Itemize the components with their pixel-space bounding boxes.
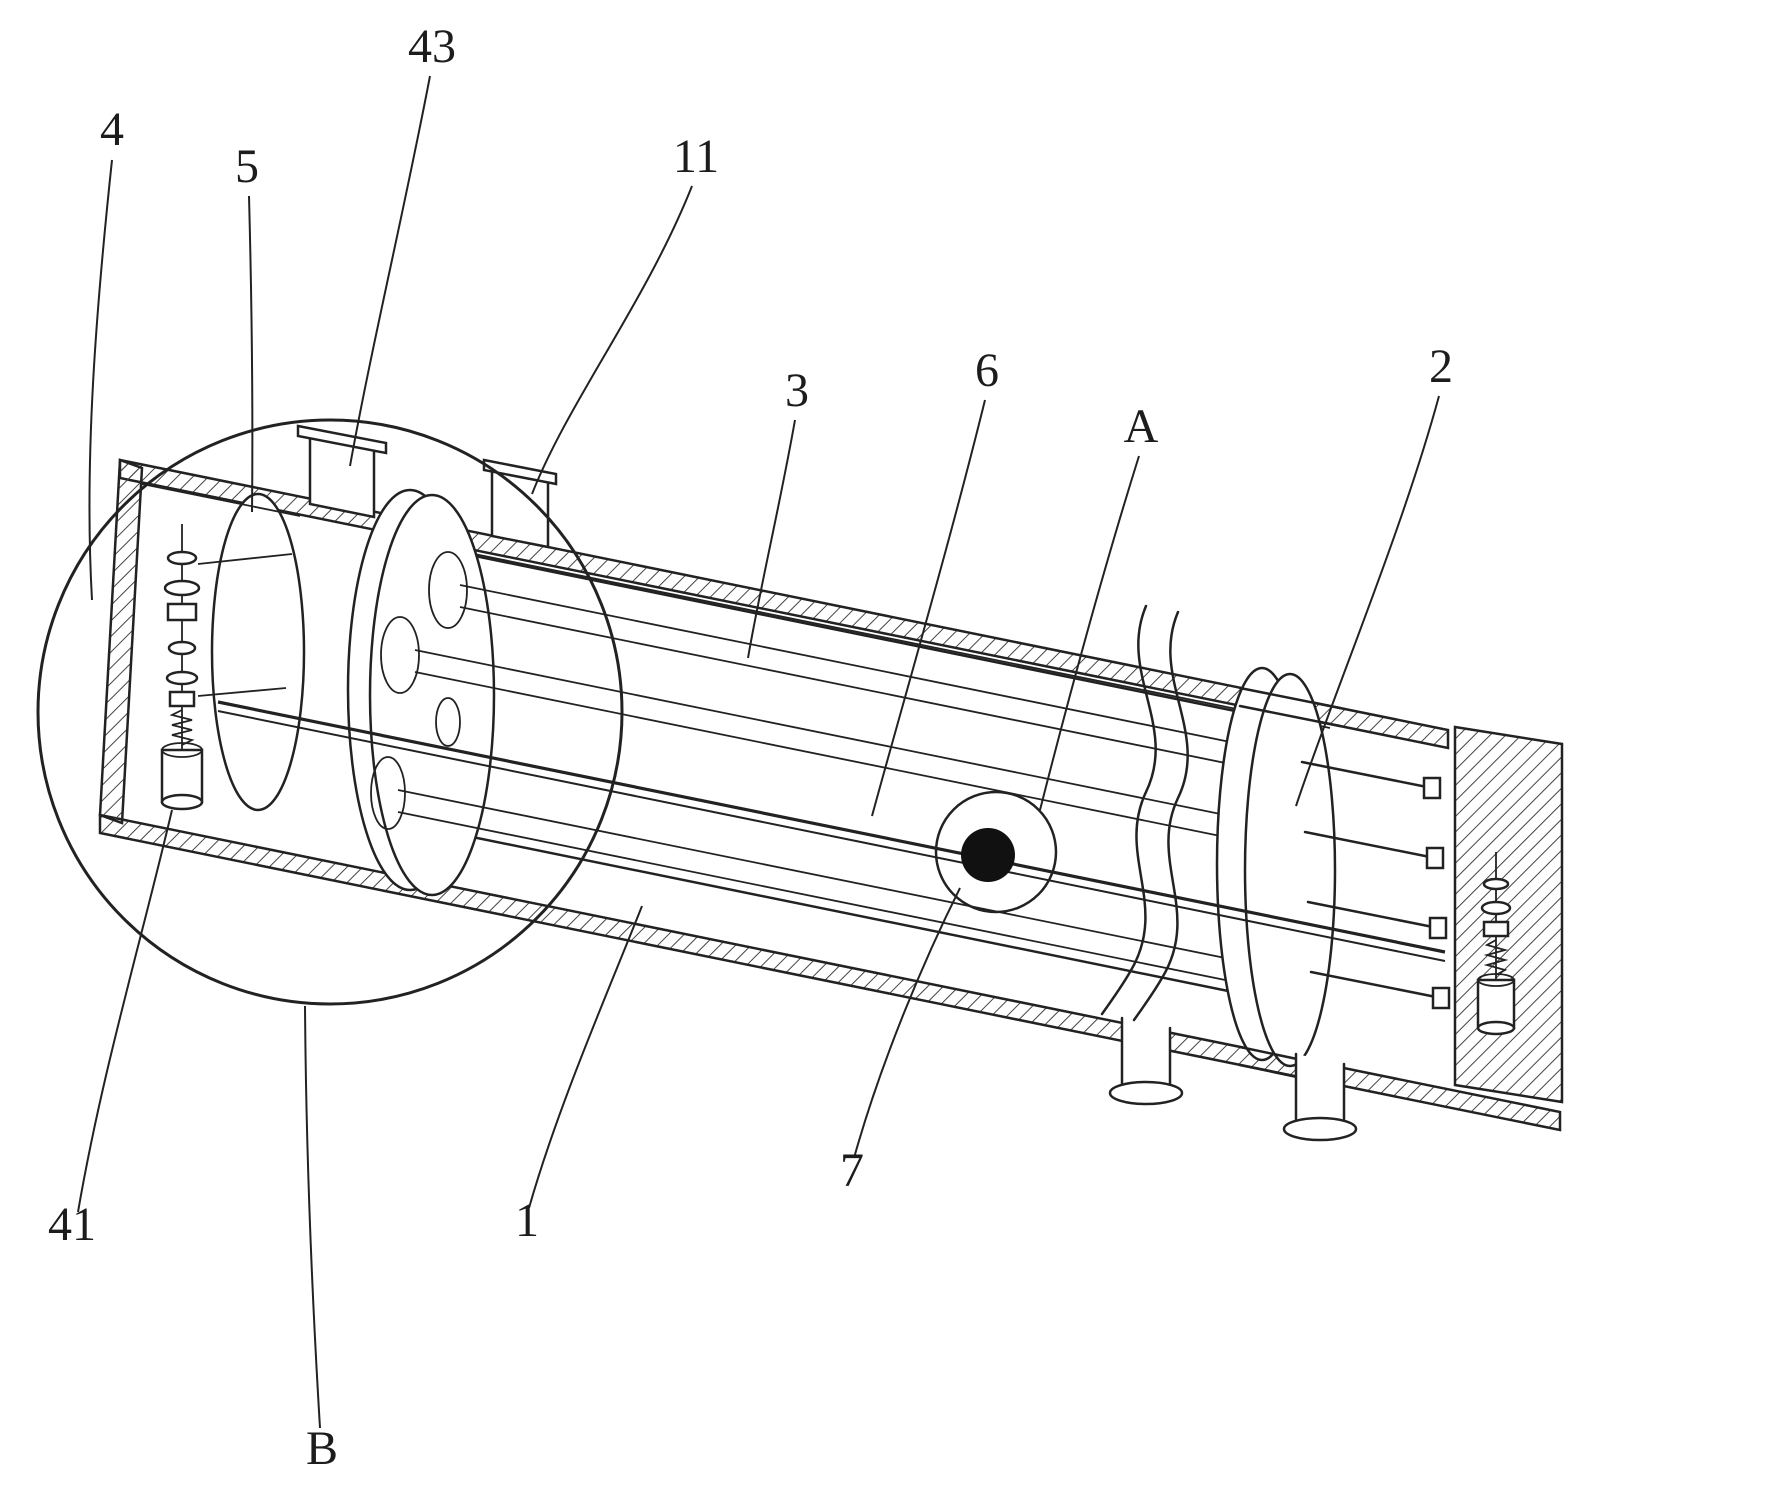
- inner-cylinder-top: [473, 554, 1252, 716]
- rod-fastener-dot: [961, 828, 1015, 882]
- leader-11: [531, 185, 693, 495]
- inner-shell-line: [429, 544, 1331, 729]
- leader-41: [77, 809, 173, 1213]
- reference-labels: 4 5 43 11 3 6 A 2 41 B 1 7: [48, 20, 1453, 1475]
- tube-hole-1: [428, 551, 468, 629]
- label-6: 6: [975, 344, 999, 397]
- chamber-top-line: [141, 483, 301, 517]
- leader-lines: [77, 75, 1440, 1429]
- label-4: 4: [100, 103, 124, 156]
- leader-B: [304, 1005, 321, 1429]
- break-line-2: [1132, 610, 1189, 1022]
- break-lines: [1100, 604, 1189, 1022]
- break-line-1: [1100, 604, 1157, 1016]
- label-7: 7: [840, 1144, 864, 1197]
- tube-sheet-front: [368, 493, 496, 897]
- right-stud-bolts: [1300, 760, 1451, 1010]
- leader-2: [1295, 395, 1440, 807]
- tube-bundle: [397, 584, 1246, 984]
- label-11: 11: [673, 130, 719, 183]
- tie-rod: [217, 700, 1446, 954]
- inner-cylinder-bottom: [436, 828, 1240, 995]
- leader-7: [853, 887, 961, 1159]
- leader-6: [871, 399, 986, 817]
- right-flange-front: [1243, 672, 1337, 1068]
- leader-43: [349, 75, 431, 467]
- top-band-segment: [1238, 686, 1342, 710]
- leader-A: [1039, 455, 1140, 811]
- label-5: 5: [235, 140, 259, 193]
- right-spring-bolt: [1476, 852, 1516, 1036]
- support-leg-1: [1108, 1016, 1184, 1106]
- label-2: 2: [1429, 340, 1453, 393]
- detail-circle-B: [36, 418, 624, 1006]
- label-A: A: [1124, 400, 1159, 453]
- leader-5: [248, 195, 254, 513]
- label-43: 43: [408, 20, 456, 73]
- shell-body: [98, 458, 1564, 1142]
- callout-circle-A: [934, 790, 1058, 914]
- tube-hole-3: [370, 756, 406, 830]
- top-nozzle-1: [296, 424, 388, 519]
- support-leg-2: [1282, 1052, 1358, 1142]
- shell-bottom-wall: [98, 813, 1562, 1132]
- pointer-line-1: [197, 553, 293, 565]
- label-1: 1: [515, 1194, 539, 1247]
- leader-4: [88, 159, 113, 601]
- left-end-wall: [98, 458, 144, 825]
- label-3: 3: [785, 364, 809, 417]
- label-41: 41: [48, 1198, 96, 1251]
- pointer-line-2: [197, 687, 287, 697]
- leader-3: [747, 419, 796, 659]
- leader-1: [528, 905, 643, 1209]
- left-spring-bolt: [160, 524, 293, 811]
- right-end-plate: [1453, 725, 1564, 1104]
- baffle-disc: [210, 492, 306, 812]
- tube-hole-center: [435, 697, 461, 747]
- tube-hole-2: [380, 616, 420, 694]
- label-B: B: [306, 1422, 338, 1475]
- top-nozzle-2: [482, 458, 558, 549]
